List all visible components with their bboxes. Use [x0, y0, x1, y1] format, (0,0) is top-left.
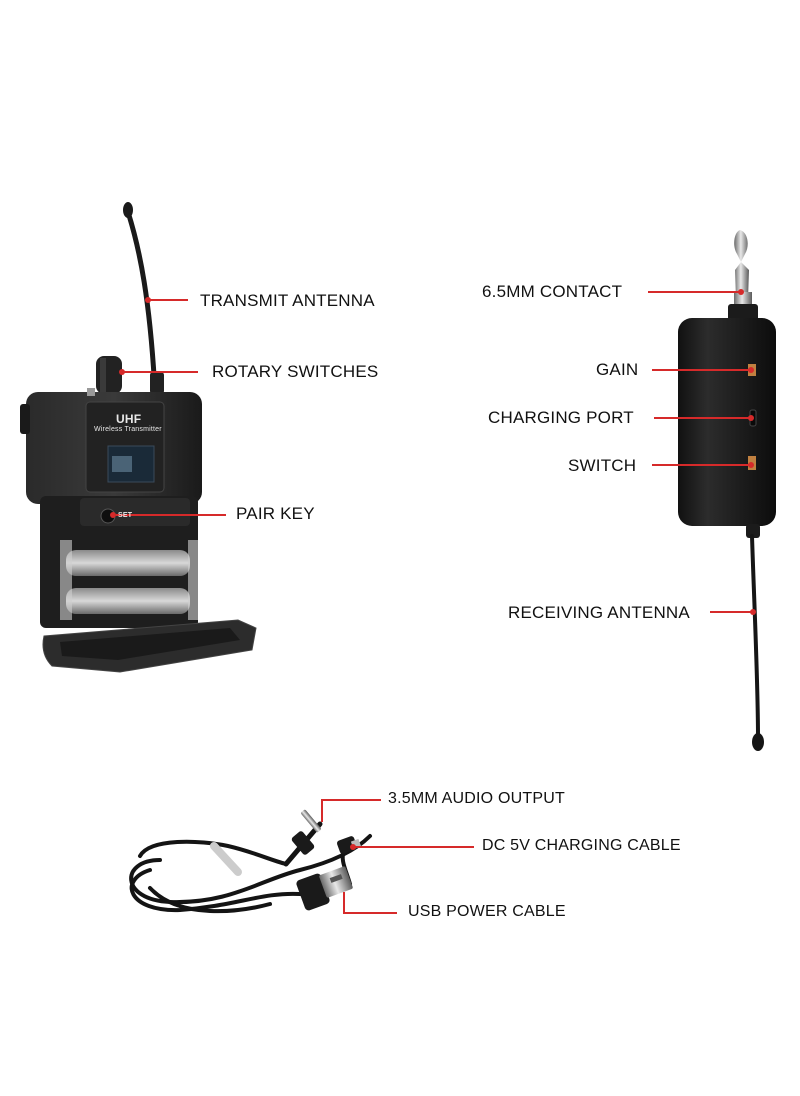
charging-port-dot	[748, 415, 754, 421]
switch-leader	[652, 464, 750, 466]
receiver-jack	[728, 230, 758, 324]
receiving-antenna-leader	[710, 611, 752, 613]
switch-dot	[748, 462, 754, 468]
audio-plug	[291, 809, 321, 855]
rotary-knob-shape	[96, 356, 122, 394]
audio-output-vleader	[321, 800, 323, 822]
set-key-label: SET	[118, 512, 133, 519]
usb-cable-vleader	[343, 892, 345, 914]
cable-bundle	[129, 821, 372, 914]
contact-label: 6.5MM CONTACT	[482, 282, 623, 301]
gain-dot	[748, 367, 754, 373]
contact-leader	[648, 291, 740, 293]
usb-a-plug	[296, 866, 353, 911]
transmit-antenna-label: TRANSMIT ANTENNA	[200, 291, 375, 310]
battery-compartment	[40, 496, 198, 628]
usb-cable-leader	[343, 912, 397, 914]
battery-lid	[42, 619, 257, 673]
charging-port-label: CHARGING PORT	[488, 408, 634, 427]
receiving-antenna-label: RECEIVING ANTENNA	[508, 603, 690, 622]
receiving-antenna-dot	[750, 609, 756, 615]
receiver-body	[678, 318, 776, 526]
transmitter-brand: UHF	[116, 412, 142, 426]
rotary-switches-leader	[124, 371, 198, 373]
gain-label: GAIN	[596, 360, 639, 379]
usb-cable-label: USB POWER CABLE	[408, 903, 566, 920]
contact-dot	[738, 289, 744, 295]
switch-label: SWITCH	[568, 456, 637, 475]
transmitter-model: Wireless Transmitter	[94, 426, 162, 433]
rotary-switches-label: ROTARY SWITCHES	[212, 362, 379, 381]
charging-port-leader	[654, 417, 750, 419]
transmit-antenna-leader	[150, 299, 188, 301]
pair-key-leader	[116, 514, 226, 516]
gain-leader	[652, 369, 750, 371]
audio-output-leader	[321, 799, 381, 801]
receiving-antenna-shape	[746, 524, 764, 751]
transmit-antenna-shape	[123, 202, 164, 395]
transmit-antenna-dot	[145, 297, 151, 303]
audio-output-label: 3.5MM AUDIO OUTPUT	[388, 790, 565, 807]
charging-cable-dot	[350, 844, 356, 850]
transmitter-body	[20, 388, 202, 504]
pair-key-dot	[110, 512, 116, 518]
rotary-switches-dot	[119, 369, 125, 375]
charging-cable-label: DC 5V CHARGING CABLE	[482, 837, 681, 854]
charging-cable-leader	[354, 846, 474, 848]
pair-key-label: PAIR KEY	[236, 504, 315, 523]
mini-usb-plug	[336, 836, 362, 854]
